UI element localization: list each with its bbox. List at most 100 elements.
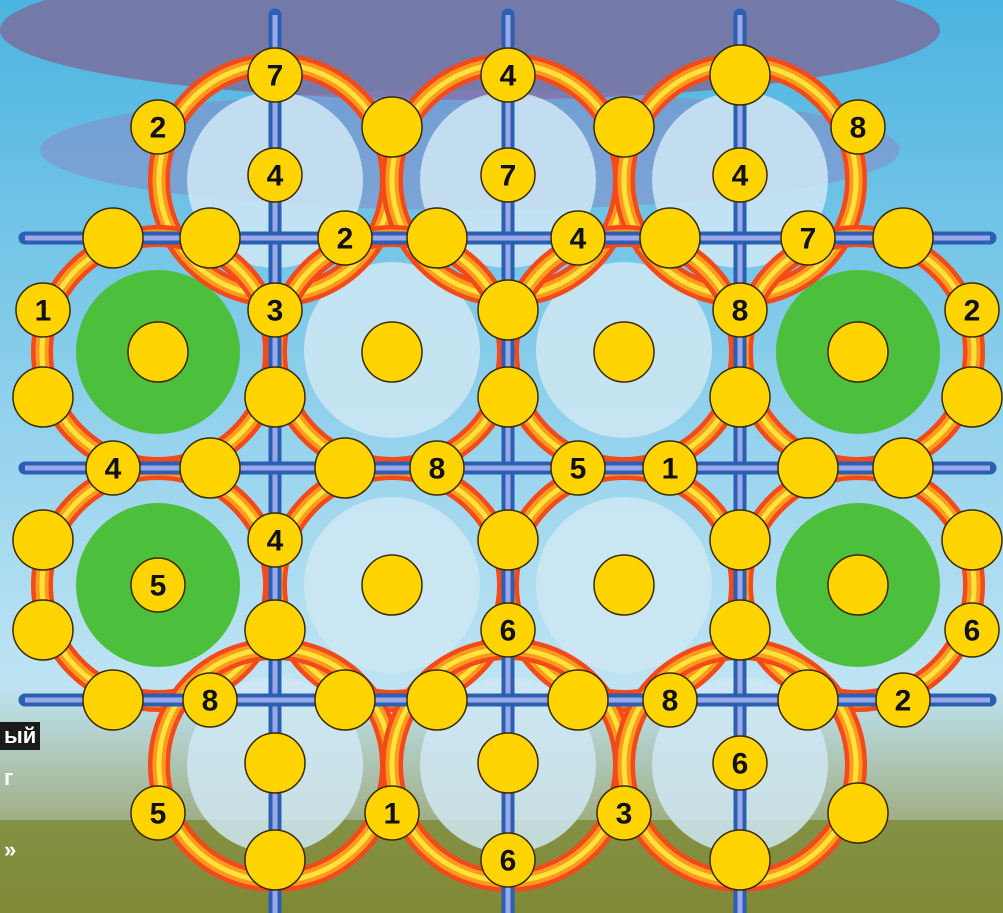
number-cell-circle[interactable] xyxy=(83,208,143,268)
number-cell[interactable]: 2 xyxy=(876,673,930,727)
number-cell[interactable]: 8 xyxy=(410,441,464,495)
number-cell[interactable] xyxy=(13,510,73,570)
number-cell[interactable]: 3 xyxy=(248,283,302,337)
number-cell[interactable]: 6 xyxy=(945,603,999,657)
number-cell[interactable] xyxy=(362,97,422,157)
number-cell[interactable]: 8 xyxy=(831,100,885,154)
number-cell-circle[interactable] xyxy=(180,208,240,268)
number-cell[interactable] xyxy=(873,208,933,268)
number-cell[interactable] xyxy=(828,322,888,382)
number-cell-circle[interactable] xyxy=(315,438,375,498)
number-cell[interactable] xyxy=(594,97,654,157)
number-cell[interactable]: 7 xyxy=(481,148,535,202)
number-cell-circle[interactable] xyxy=(778,670,838,730)
number-cell[interactable] xyxy=(245,600,305,660)
number-cell[interactable]: 5 xyxy=(131,786,185,840)
number-cell[interactable]: 1 xyxy=(643,441,697,495)
number-cell[interactable] xyxy=(942,367,1002,427)
number-cell-circle[interactable] xyxy=(362,97,422,157)
number-cell-circle[interactable] xyxy=(180,438,240,498)
number-cell[interactable]: 4 xyxy=(248,513,302,567)
number-cell[interactable]: 6 xyxy=(481,833,535,887)
number-cell-circle[interactable] xyxy=(594,97,654,157)
number-cell[interactable]: 6 xyxy=(713,736,767,790)
number-cell-circle[interactable] xyxy=(128,322,188,382)
number-cell-circle[interactable] xyxy=(942,367,1002,427)
number-cell[interactable] xyxy=(245,830,305,890)
number-cell[interactable] xyxy=(407,208,467,268)
number-cell[interactable]: 8 xyxy=(713,283,767,337)
number-cell[interactable] xyxy=(478,280,538,340)
number-cell-circle[interactable] xyxy=(478,510,538,570)
number-cell[interactable]: 2 xyxy=(945,283,999,337)
number-cell[interactable] xyxy=(873,438,933,498)
number-cell-circle[interactable] xyxy=(13,367,73,427)
number-cell-circle[interactable] xyxy=(245,733,305,793)
number-cell-circle[interactable] xyxy=(13,600,73,660)
number-cell[interactable] xyxy=(828,783,888,843)
number-cell[interactable] xyxy=(710,45,770,105)
number-cell[interactable] xyxy=(710,830,770,890)
number-cell-circle[interactable] xyxy=(710,367,770,427)
number-cell[interactable] xyxy=(362,322,422,382)
number-cell[interactable] xyxy=(478,367,538,427)
number-cell-circle[interactable] xyxy=(710,45,770,105)
number-cell[interactable] xyxy=(778,670,838,730)
number-cell-circle[interactable] xyxy=(245,367,305,427)
number-cell[interactable] xyxy=(362,555,422,615)
number-cell-circle[interactable] xyxy=(362,555,422,615)
number-cell-circle[interactable] xyxy=(245,830,305,890)
number-cell-circle[interactable] xyxy=(710,510,770,570)
number-cell[interactable]: 7 xyxy=(781,211,835,265)
number-cell[interactable] xyxy=(548,670,608,730)
number-cell-circle[interactable] xyxy=(828,322,888,382)
number-cell-circle[interactable] xyxy=(245,600,305,660)
number-cell-circle[interactable] xyxy=(407,208,467,268)
number-cell-circle[interactable] xyxy=(640,208,700,268)
number-cell[interactable]: 4 xyxy=(248,148,302,202)
number-cell-circle[interactable] xyxy=(873,438,933,498)
number-cell[interactable]: 5 xyxy=(131,558,185,612)
number-cell[interactable] xyxy=(128,322,188,382)
number-cell[interactable] xyxy=(83,670,143,730)
number-cell-circle[interactable] xyxy=(828,783,888,843)
number-cell-circle[interactable] xyxy=(710,830,770,890)
number-cell-circle[interactable] xyxy=(778,438,838,498)
number-cell[interactable] xyxy=(180,208,240,268)
number-cell[interactable] xyxy=(478,733,538,793)
number-cell[interactable]: 4 xyxy=(551,211,605,265)
number-cell[interactable] xyxy=(710,367,770,427)
number-cell[interactable] xyxy=(594,555,654,615)
number-cell[interactable] xyxy=(315,670,375,730)
number-cell[interactable] xyxy=(710,510,770,570)
number-cell-circle[interactable] xyxy=(83,670,143,730)
number-cell-circle[interactable] xyxy=(594,322,654,382)
number-cell-circle[interactable] xyxy=(407,670,467,730)
number-cell[interactable]: 1 xyxy=(16,283,70,337)
number-cell[interactable] xyxy=(180,438,240,498)
number-cell[interactable] xyxy=(13,600,73,660)
number-cell[interactable]: 2 xyxy=(318,211,372,265)
number-cell[interactable]: 4 xyxy=(713,148,767,202)
number-cell-circle[interactable] xyxy=(13,510,73,570)
number-cell-circle[interactable] xyxy=(594,555,654,615)
number-cell[interactable]: 6 xyxy=(481,603,535,657)
number-cell[interactable]: 3 xyxy=(597,786,651,840)
number-cell[interactable] xyxy=(828,555,888,615)
number-cell-circle[interactable] xyxy=(548,670,608,730)
number-cell-circle[interactable] xyxy=(828,555,888,615)
number-cell[interactable] xyxy=(245,733,305,793)
number-cell[interactable] xyxy=(13,367,73,427)
number-cell-circle[interactable] xyxy=(315,670,375,730)
number-cell[interactable]: 8 xyxy=(183,673,237,727)
number-cell[interactable] xyxy=(942,510,1002,570)
number-cell[interactable] xyxy=(478,510,538,570)
number-cell-circle[interactable] xyxy=(942,510,1002,570)
number-cell[interactable] xyxy=(245,367,305,427)
number-cell[interactable] xyxy=(407,670,467,730)
number-cell-circle[interactable] xyxy=(873,208,933,268)
number-cell-circle[interactable] xyxy=(362,322,422,382)
number-cell[interactable]: 4 xyxy=(86,441,140,495)
number-cell[interactable]: 7 xyxy=(248,48,302,102)
number-cell[interactable]: 1 xyxy=(365,786,419,840)
